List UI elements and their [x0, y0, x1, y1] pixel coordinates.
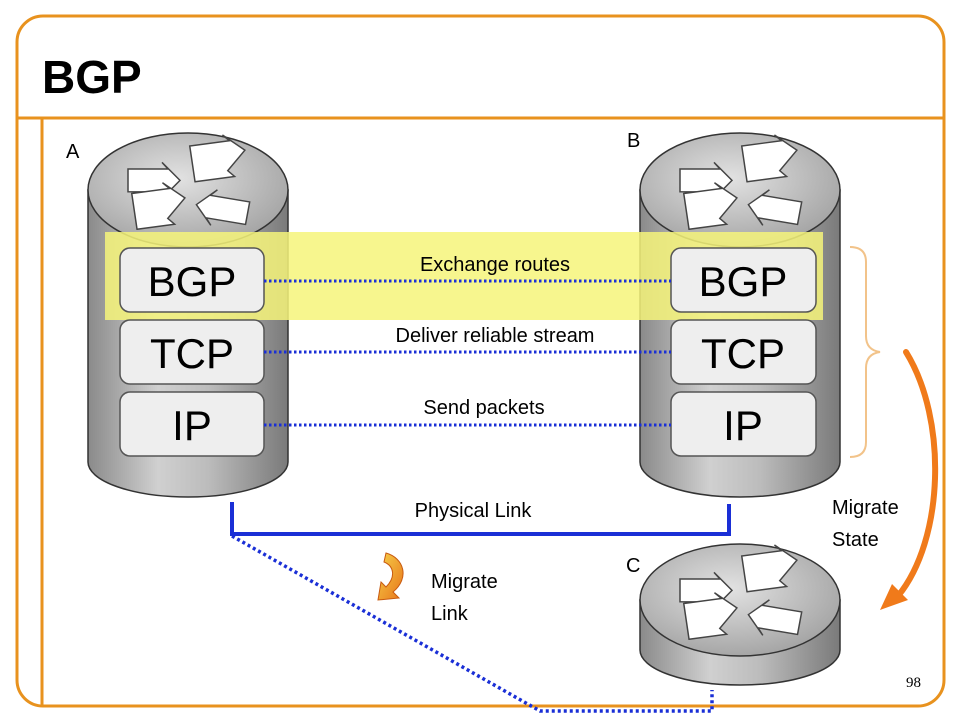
- reliable-stream-label: Deliver reliable stream: [396, 325, 595, 347]
- physical-link-label: Physical Link: [415, 500, 533, 522]
- router-a-tcp-label: TCP: [150, 330, 234, 377]
- router-c-top: [639, 543, 841, 657]
- send-packets-label: Send packets: [423, 397, 544, 419]
- slide-frame: [15, 14, 946, 708]
- router-b-tcp-label: TCP: [701, 330, 785, 377]
- router-b-ip-label: IP: [723, 402, 763, 449]
- router-c: [639, 541, 841, 686]
- router-a-top: [87, 132, 289, 248]
- router-b-top: [639, 132, 841, 248]
- migrate-link-label-line2: Link: [431, 603, 469, 625]
- router-b-bgp-label: BGP: [699, 258, 788, 305]
- stack-bracket: [849, 246, 881, 458]
- migrate-state-arrowhead: [880, 584, 908, 610]
- migrate-link-label-line1: Migrate: [431, 571, 498, 593]
- exchange-routes-label: Exchange routes: [420, 254, 570, 276]
- migrated-link-line: [231, 534, 714, 713]
- migrate-state-curve: [895, 349, 939, 599]
- frame-border: [15, 14, 946, 708]
- router-a-stack: BGP TCP IP: [119, 247, 265, 457]
- curved-arrow-icon: [377, 552, 404, 601]
- router-c-label: C: [626, 555, 640, 577]
- migrate-state-label-line2: State: [832, 529, 879, 551]
- router-a-ip-label: IP: [172, 402, 212, 449]
- migrate-state-label-line1: Migrate: [832, 497, 899, 519]
- slide-title: BGP: [42, 51, 142, 103]
- physical-link-line: [230, 502, 731, 536]
- router-a-bgp-label: BGP: [148, 258, 237, 305]
- router-b-stack: BGP TCP IP: [670, 247, 817, 457]
- router-b-label: B: [627, 130, 640, 152]
- page-number: 98: [906, 675, 921, 691]
- migrate-state-arrow: [880, 349, 939, 610]
- router-a-label: A: [66, 141, 80, 163]
